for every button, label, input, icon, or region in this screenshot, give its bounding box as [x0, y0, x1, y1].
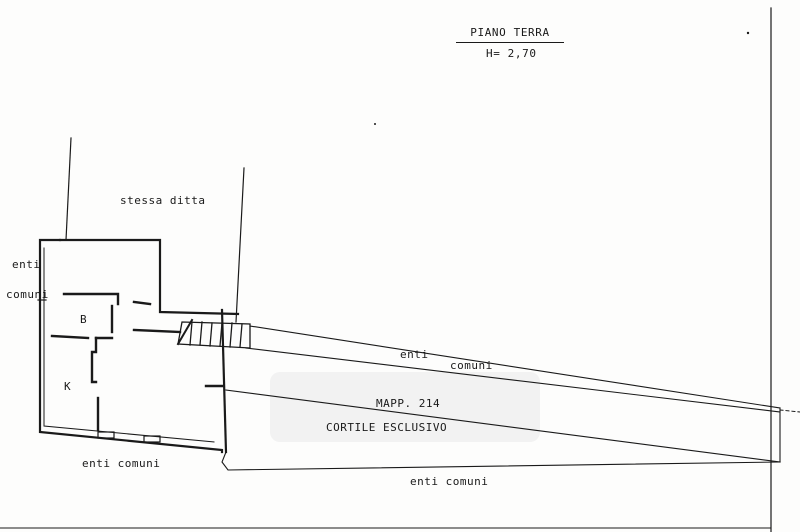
- room-label-b: B: [80, 313, 88, 326]
- label-enti-left-1: enti: [12, 258, 41, 271]
- label-comuni-upper: comuni: [450, 359, 493, 372]
- boundary-extension: [779, 409, 800, 413]
- window-bottom-1: [97, 431, 115, 439]
- label-mapp: MAPP. 214: [376, 397, 441, 410]
- label-stessa-ditta: stessa ditta: [120, 194, 206, 207]
- ink-speck: [746, 31, 750, 35]
- label-enti-comuni-bottom-right: enti comuni: [410, 475, 489, 488]
- label-enti-upper: enti: [400, 348, 429, 361]
- staircase: [176, 318, 251, 349]
- floor-title: PIANO TERRA: [470, 26, 550, 39]
- interior-walls: [50, 292, 224, 432]
- watermark-logo: [270, 372, 540, 442]
- ink-speck: [374, 123, 376, 125]
- label-enti-comuni-bottom-left: enti comuni: [82, 457, 161, 470]
- title-underline: [456, 42, 564, 43]
- title-block: PIANO TERRA H= 2,70: [456, 26, 564, 60]
- courtyard-boundary: [221, 325, 781, 471]
- building-outline: [38, 238, 240, 454]
- floor-height: H= 2,70: [486, 47, 537, 60]
- room-label-k: K: [64, 380, 72, 393]
- label-cortile: CORTILE ESCLUSIVO: [326, 421, 448, 434]
- label-comuni-left: comuni: [6, 288, 49, 301]
- boundary-line-right: [235, 167, 245, 323]
- window-bottom-2: [143, 435, 161, 443]
- wall-inner-face: [43, 247, 215, 443]
- boundary-line-left: [65, 137, 72, 241]
